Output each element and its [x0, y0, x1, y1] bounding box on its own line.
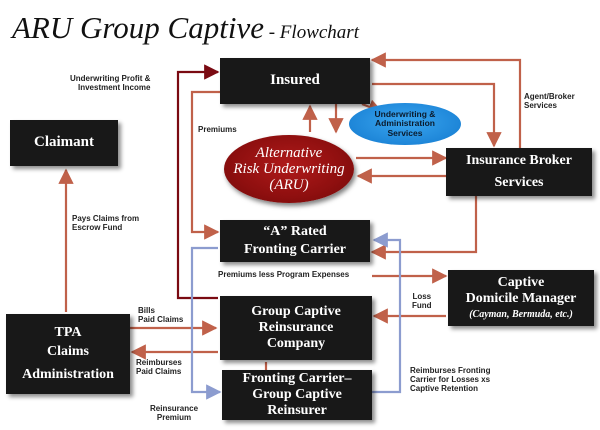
claimant-label: Claimant: [34, 134, 94, 151]
agent-broker-line1: Agent/Broker: [524, 92, 575, 101]
pays-claims-label: Pays Claims from Escrow Fund: [72, 214, 139, 232]
reimburses-fronting-line1: Reimburses Fronting: [410, 366, 491, 375]
premiums-label: Premiums: [198, 125, 237, 134]
reinsurer-line2: Group Captive: [252, 386, 342, 402]
premiums-less-label: Premiums less Program Expenses: [218, 270, 350, 279]
broker-to-insured-arrow: [370, 52, 522, 148]
aru-line1: Alternative: [255, 144, 323, 161]
premiums-arrow: [190, 90, 220, 240]
reins-premium-line1: Reinsurance: [150, 404, 199, 413]
reinsurer-line1: Fronting Carrier–: [242, 370, 352, 386]
broker-to-fronting-arrow: [370, 196, 478, 260]
captive-domicile-manager-box: Captive Domicile Manager (Cayman, Bermud…: [448, 270, 594, 326]
page-title: ARU Group Captive - Flowchart: [12, 10, 359, 46]
uas-line3: Services: [387, 127, 423, 138]
title-main: ARU Group Captive: [12, 10, 264, 45]
insurance-broker-box: Insurance Broker Services: [446, 148, 592, 196]
reinsurance-line1: Group Captive: [251, 303, 341, 319]
reimburses-fronting-line3: Captive Retention: [410, 384, 479, 394]
claimant-box: Claimant: [10, 120, 118, 166]
reimburses-fronting-line2: Carrier for Losses xs: [410, 375, 491, 385]
reimburses-label: Reimburses Paid Claims: [136, 358, 182, 376]
group-captive-reinsurance-box: Group Captive Reinsurance Company: [220, 296, 372, 360]
underwriting-services-ellipse: Underwriting & Administration Services: [349, 103, 461, 145]
fronting-line1: “A” Rated: [263, 223, 327, 239]
fronting-line2: Fronting Carrier: [244, 242, 346, 257]
uw-profit-line2: Investment Income: [77, 83, 151, 93]
reimburses-fronting-label: Reimburses Fronting Carrier for Losses x…: [410, 366, 490, 394]
tpa-line1: TPA: [54, 325, 82, 341]
captive-manager-line1: Captive: [497, 275, 545, 291]
bills-line1: Bills: [138, 306, 155, 315]
aru-line3: (ARU): [269, 177, 309, 194]
fronting-reinsurer-box: Fronting Carrier– Group Captive Reinsure…: [222, 370, 372, 420]
title-sub: - Flowchart: [263, 22, 359, 43]
pays-claims-line2: Escrow Fund: [72, 223, 123, 233]
pays-claims-line1: Pays Claims from: [72, 214, 140, 223]
reimburses-line2: Paid Claims: [136, 367, 182, 377]
tpa-box: TPA Claims Administration: [6, 314, 130, 394]
insured-box: Insured: [220, 58, 370, 104]
reinsurance-line3: Company: [266, 336, 326, 352]
uas-line2: Administration: [375, 118, 435, 129]
tpa-line3: Administration: [22, 366, 114, 382]
loss-fund-line2: Fund: [412, 301, 432, 311]
reimburses-line1: Reimburses: [136, 358, 182, 367]
uas-line1: Underwriting &: [374, 108, 436, 119]
reins-premium-line2: Premium: [156, 413, 192, 423]
captive-manager-sub: (Cayman, Bermuda, etc.): [469, 309, 573, 321]
broker-line1: Insurance Broker: [466, 153, 572, 169]
reinsurance-premium-line: [190, 246, 222, 400]
uw-profit-line1: Underwriting Profit &: [70, 74, 151, 83]
tpa-line2: Claims: [47, 344, 89, 360]
insured-to-broker-arrow: [372, 82, 502, 148]
captive-manager-line2: Domicile Manager: [465, 291, 577, 307]
insured-label: Insured: [270, 72, 320, 89]
broker-line2: Services: [494, 174, 544, 190]
aru-ellipse: Alternative Risk Underwriting (ARU): [224, 135, 354, 203]
reimburses-fronting-line: [372, 232, 402, 394]
reinsurance-premium-label: Reinsurance Premium: [150, 404, 198, 422]
uw-profit-label: Underwriting Profit & Investment Income: [70, 74, 150, 92]
loss-fund-label: Loss Fund: [412, 292, 432, 310]
bills-label: Bills Paid Claims: [138, 306, 183, 324]
reinsurance-line2: Reinsurance: [258, 319, 334, 335]
aru-line2: Risk Underwriting: [233, 160, 345, 177]
underwriting-profit-arrow: [176, 64, 220, 300]
agent-broker-line2: Services: [524, 101, 557, 111]
bills-line2: Paid Claims: [138, 315, 184, 325]
loss-fund-line1: Loss: [412, 292, 432, 301]
agent-broker-label: Agent/Broker Services: [524, 92, 575, 110]
fronting-carrier-box: “A” Rated Fronting Carrier: [220, 220, 370, 262]
reinsurer-line3: Reinsurer: [267, 403, 327, 419]
